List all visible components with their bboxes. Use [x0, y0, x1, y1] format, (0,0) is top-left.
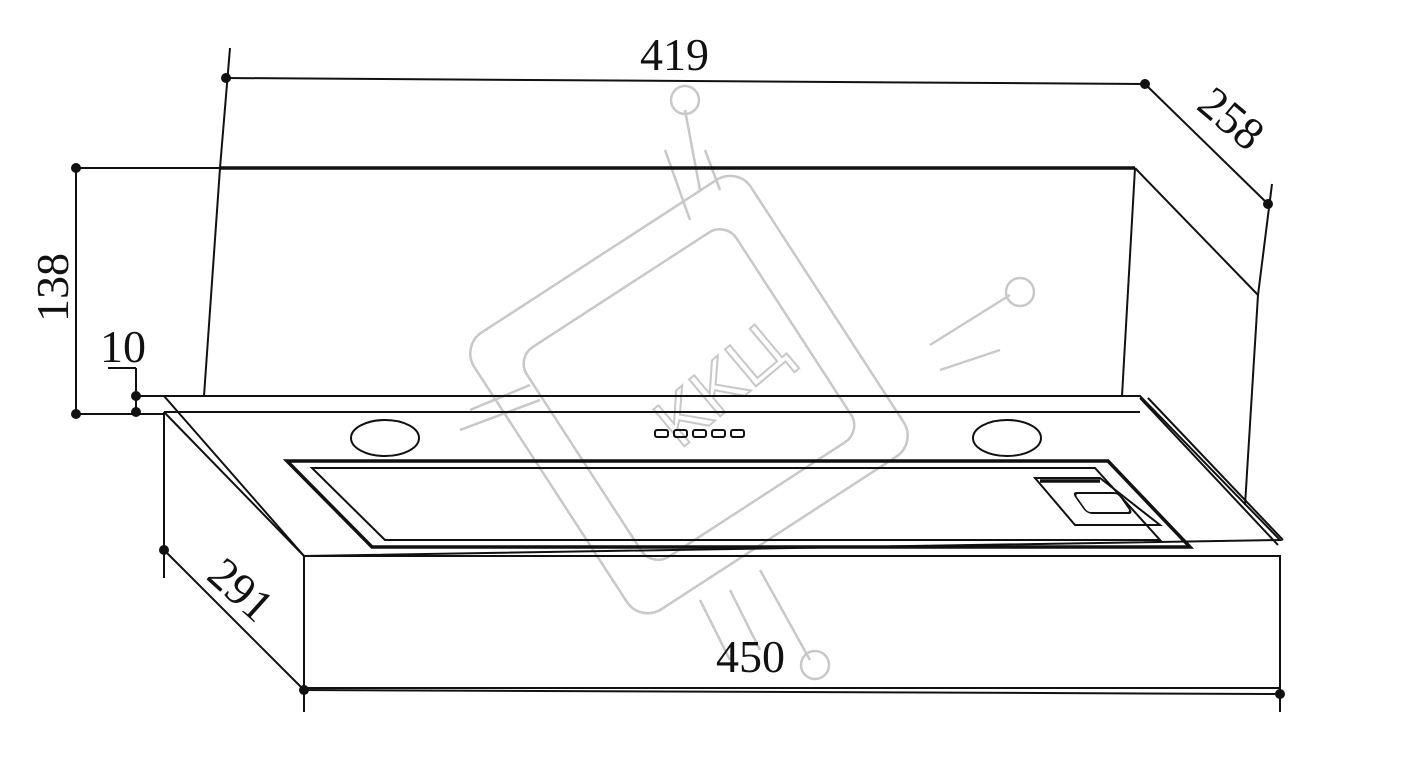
lamp-left: [350, 419, 420, 457]
watermark-logo: KKЦ: [459, 84, 1036, 681]
slider-panel: [1032, 477, 1163, 526]
control-button[interactable]: [711, 429, 726, 438]
slider-knob[interactable]: [1073, 492, 1132, 514]
lamp-right: [972, 419, 1042, 457]
dim-bottom-depth: 291: [198, 548, 283, 632]
hood-upper-box: [203, 166, 1259, 506]
control-button[interactable]: [692, 429, 707, 438]
dim-top-depth: 258: [1189, 77, 1275, 160]
control-button[interactable]: [673, 429, 688, 438]
dim-top-width: 419: [640, 29, 709, 80]
dim-rim: 10: [100, 321, 146, 372]
hood-lower-body: [161, 395, 1284, 689]
filter-panel: [282, 459, 1195, 549]
watermark-text: KKЦ: [640, 308, 801, 461]
dim-height: 138: [27, 253, 78, 322]
control-button[interactable]: [654, 429, 669, 438]
control-button[interactable]: [730, 429, 745, 438]
dim-bottom-width: 450: [716, 631, 785, 682]
dimension-lines: [71, 47, 1285, 712]
control-buttons: [654, 429, 745, 438]
